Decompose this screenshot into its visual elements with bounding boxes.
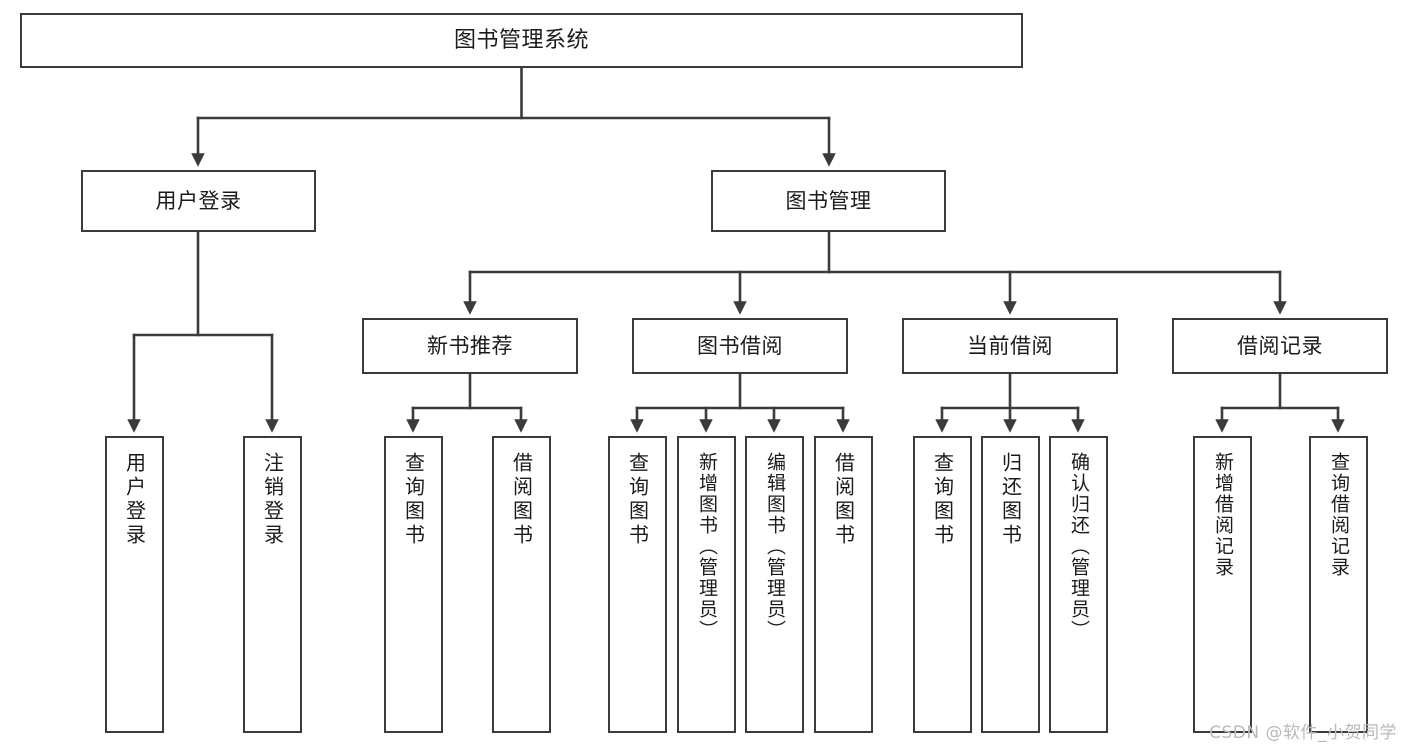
node-leaf-return-book[interactable]: 归还图书	[981, 436, 1040, 733]
node-leaf-borrow-book-1[interactable]: 借阅图书	[492, 436, 551, 733]
node-book-borrow[interactable]: 图书借阅	[632, 318, 848, 374]
node-label: 查询图书	[625, 452, 650, 548]
node-label: 借阅图书	[831, 452, 856, 548]
node-label: 确认归还（管理员）	[1068, 452, 1090, 641]
csdn-watermark: CSDN @软件_小贺同学	[1209, 723, 1397, 743]
node-leaf-query-book-2[interactable]: 查询图书	[608, 436, 667, 733]
node-label: 归还图书	[998, 452, 1023, 548]
node-leaf-borrow-book-2[interactable]: 借阅图书	[814, 436, 873, 733]
node-label: 图书管理系统	[453, 27, 589, 53]
node-current-borrow[interactable]: 当前借阅	[902, 318, 1118, 374]
node-label: 借阅记录	[1237, 333, 1323, 358]
node-label: 借阅图书	[509, 452, 534, 548]
node-label: 新增借阅记录	[1212, 452, 1234, 578]
node-label: 用户登录	[155, 188, 242, 213]
node-leaf-user-login[interactable]: 用户登录	[105, 436, 164, 733]
node-leaf-query-book-1[interactable]: 查询图书	[384, 436, 443, 733]
node-label: 新增图书（管理员）	[696, 452, 718, 641]
node-leaf-add-book-admin[interactable]: 新增图书（管理员）	[677, 436, 736, 733]
node-label: 注销登录	[260, 452, 285, 548]
node-label: 当前借阅	[967, 333, 1053, 358]
node-label: 编辑图书（管理员）	[764, 452, 786, 641]
node-leaf-add-borrow-record[interactable]: 新增借阅记录	[1193, 436, 1252, 733]
node-user-login[interactable]: 用户登录	[81, 170, 316, 232]
node-label: 图书借阅	[697, 333, 783, 358]
node-label: 用户登录	[122, 452, 147, 548]
node-leaf-query-book-3[interactable]: 查询图书	[913, 436, 972, 733]
node-borrow-record[interactable]: 借阅记录	[1172, 318, 1388, 374]
node-label: 图书管理	[785, 188, 872, 213]
node-label: 新书推荐	[427, 333, 513, 358]
node-leaf-query-borrow-record[interactable]: 查询借阅记录	[1309, 436, 1368, 733]
node-root-system[interactable]: 图书管理系统	[20, 13, 1023, 68]
node-label: 查询借阅记录	[1328, 452, 1350, 578]
node-leaf-confirm-return-admin[interactable]: 确认归还（管理员）	[1049, 436, 1108, 733]
node-new-book-recommend[interactable]: 新书推荐	[362, 318, 578, 374]
node-label: 查询图书	[401, 452, 426, 548]
node-leaf-edit-book-admin[interactable]: 编辑图书（管理员）	[745, 436, 804, 733]
node-label: 查询图书	[930, 452, 955, 548]
node-leaf-user-logout[interactable]: 注销登录	[243, 436, 302, 733]
node-book-manage[interactable]: 图书管理	[711, 170, 946, 232]
